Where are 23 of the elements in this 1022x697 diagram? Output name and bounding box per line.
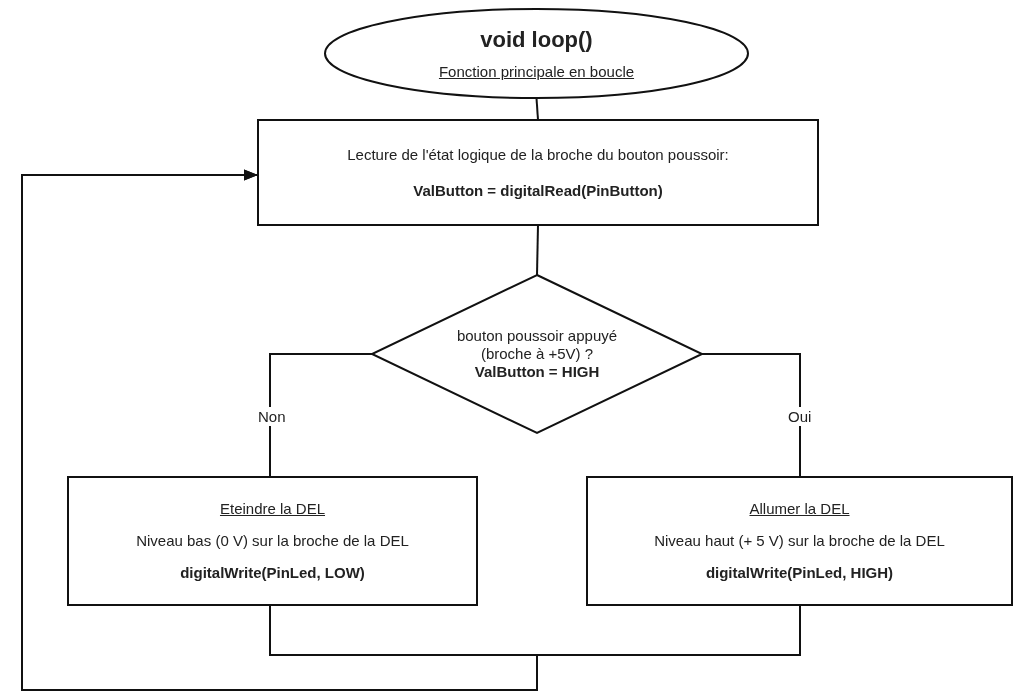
description-text: Niveau bas (0 V) sur la broche de la DEL [136, 532, 409, 550]
connector [536, 224, 539, 276]
description-text: bouton poussoir appuyé (broche à +5V) ? [455, 327, 619, 363]
code-text: digitalWrite(PinLed, LOW) [180, 564, 365, 582]
code-text: ValButton = digitalRead(PinButton) [413, 181, 663, 200]
description-text: Niveau haut (+ 5 V) sur la broche de la DEL [654, 532, 945, 550]
decision-diamond [369, 273, 705, 435]
process-box [257, 119, 819, 226]
heading-text: Eteindre la DEL [219, 500, 326, 518]
connector [269, 353, 373, 478]
edge-label: Non [256, 406, 288, 426]
connector [535, 97, 539, 121]
function-title: void loop() [480, 26, 593, 53]
heading-text: Allumer la DEL [749, 500, 850, 518]
heading-text: Fonction principale en boucle [438, 62, 635, 81]
code-text: digitalWrite(PinLed, HIGH) [705, 564, 894, 582]
connector [701, 353, 801, 478]
edge-label: Oui [786, 406, 814, 426]
connector [21, 169, 801, 691]
process-box [586, 476, 1013, 606]
description-text: Lecture de l'état logique de la broche du bouton poussoir: [347, 145, 729, 164]
code-text: ValButton = HIGH [474, 363, 600, 381]
process-box [67, 476, 478, 606]
